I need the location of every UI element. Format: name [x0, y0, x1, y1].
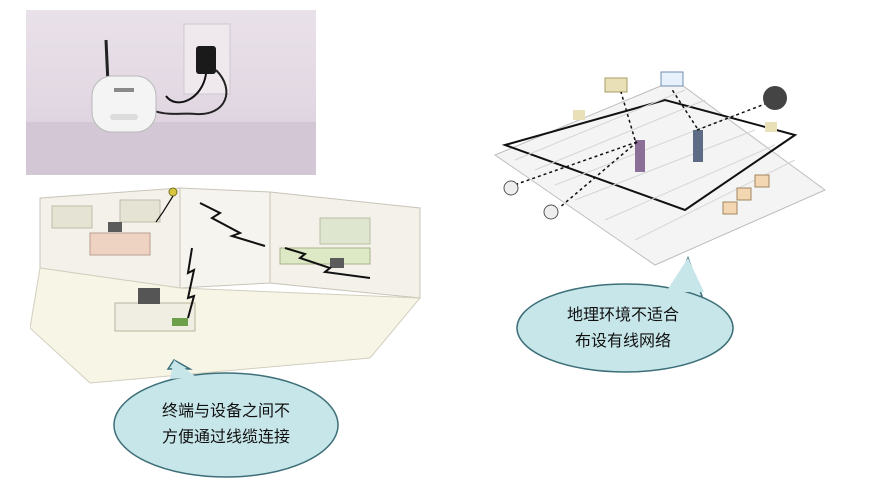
right-callout-shape	[516, 255, 734, 373]
right-callout-line1: 地理环境不适合	[566, 305, 679, 324]
warehouse-wireless-illustration	[475, 60, 835, 275]
access-point-photo	[26, 10, 316, 175]
left-callout-line1: 终端与设备之间不	[161, 401, 290, 420]
left-callout-line2: 方便通过线缆连接	[161, 427, 290, 446]
right-callout-line2: 布设有线网络	[574, 331, 671, 350]
left-callout-text: 终端与设备之间不 方便通过线缆连接	[146, 398, 306, 450]
office-wireless-illustration	[29, 178, 430, 388]
left-callout-shape	[113, 359, 339, 478]
right-callout-text: 地理环境不适合 布设有线网络	[548, 302, 698, 354]
